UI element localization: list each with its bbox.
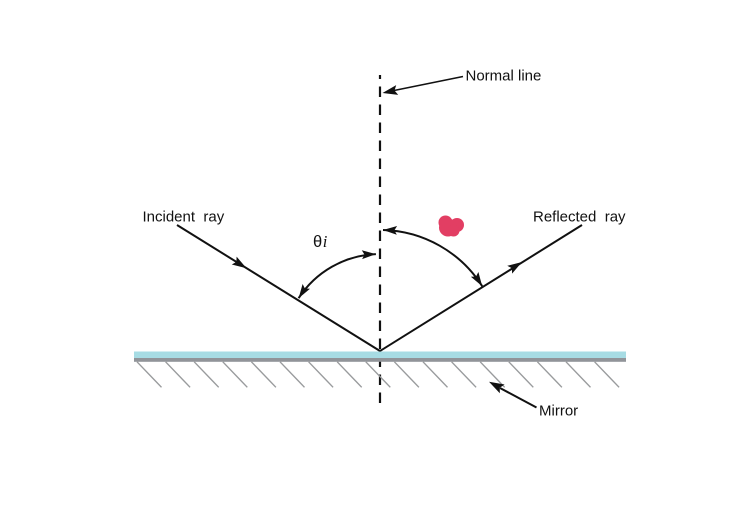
svg-text:θi: θi (313, 232, 328, 251)
svg-text:Normal line: Normal line (466, 68, 542, 85)
svg-text:Reflected ray: Reflected ray (533, 209, 626, 226)
svg-text:Incident ray: Incident ray (143, 209, 225, 226)
svg-text:Mirror: Mirror (539, 403, 578, 420)
